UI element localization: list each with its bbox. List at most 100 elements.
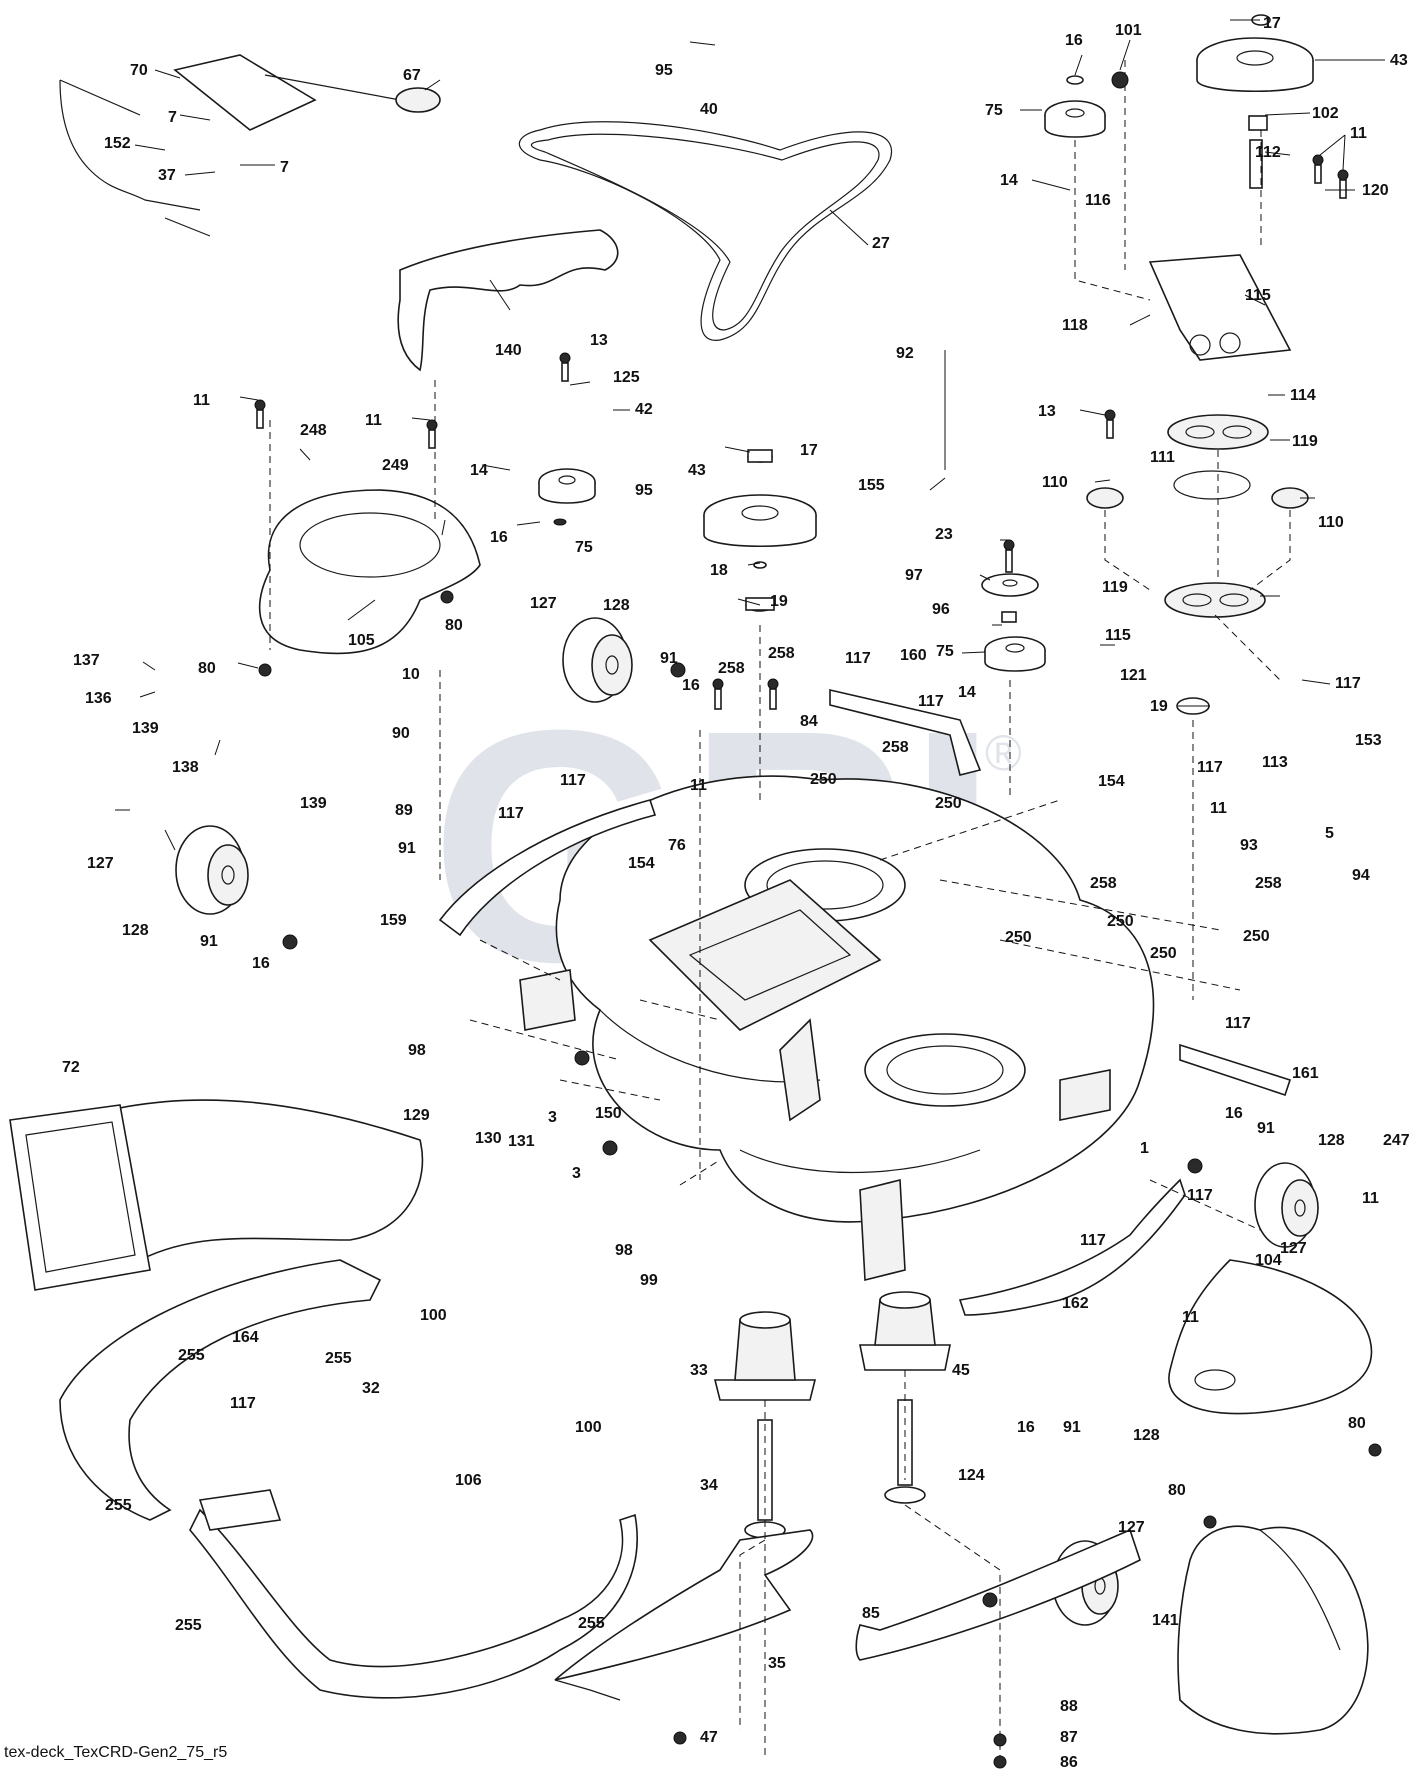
callout-14: 14 — [1000, 172, 1018, 189]
callout-70: 70 — [130, 62, 148, 79]
callout-113: 113 — [1262, 754, 1288, 771]
callout-91: 91 — [1257, 1120, 1275, 1137]
callout-117: 117 — [1225, 1015, 1251, 1032]
callout-75: 75 — [936, 643, 954, 660]
stiffener-160 — [829, 688, 982, 776]
callout-118: 118 — [1062, 317, 1088, 334]
callout-3: 3 — [548, 1109, 557, 1126]
callout-80: 80 — [1348, 1415, 1366, 1432]
callout-154: 154 — [628, 855, 655, 872]
spindle-left — [713, 1311, 817, 1539]
callout-35: 35 — [768, 1655, 786, 1672]
callout-14: 14 — [958, 684, 976, 701]
callout-27: 27 — [872, 235, 890, 252]
callout-17: 17 — [1263, 15, 1281, 32]
callout-249: 249 — [382, 457, 409, 474]
gauge-wheel-upper — [562, 617, 633, 703]
callout-128: 128 — [122, 922, 149, 939]
callout-91: 91 — [1063, 1419, 1081, 1436]
belt-guard-right — [1168, 1259, 1373, 1415]
callout-87: 87 — [1060, 1729, 1078, 1746]
callout-16: 16 — [1225, 1105, 1243, 1122]
blade-left — [554, 1529, 814, 1701]
callout-127: 127 — [1280, 1240, 1307, 1257]
blade-right — [855, 1528, 1141, 1661]
callout-255: 255 — [178, 1347, 205, 1364]
callout-75: 75 — [985, 102, 1003, 119]
callout-255: 255 — [105, 1497, 132, 1514]
callout-136: 136 — [85, 690, 112, 707]
callout-117: 117 — [845, 650, 871, 667]
callout-258: 258 — [768, 645, 795, 662]
drive-belt — [518, 121, 893, 341]
callout-105: 105 — [348, 632, 375, 649]
callout-7: 7 — [168, 109, 177, 126]
callout-117: 117 — [1080, 1232, 1106, 1249]
callout-16: 16 — [252, 955, 270, 972]
callout-117: 117 — [498, 805, 524, 822]
callout-117: 117 — [1335, 675, 1361, 692]
callout-139: 139 — [132, 720, 159, 737]
callout-91: 91 — [398, 840, 416, 857]
watermark-registered: ® — [985, 725, 1022, 781]
stiffener-161 — [1179, 1043, 1292, 1097]
gauge-wheel-right — [1254, 1162, 1319, 1248]
callout-154: 154 — [1098, 773, 1125, 790]
callout-11: 11 — [690, 777, 707, 794]
callout-137: 137 — [73, 652, 100, 669]
lift-lever-assembly — [59, 54, 441, 237]
callout-67: 67 — [403, 67, 421, 84]
callout-250: 250 — [935, 795, 962, 812]
callout-43: 43 — [688, 462, 706, 479]
belt-shield — [397, 229, 619, 372]
callout-84: 84 — [800, 713, 818, 730]
callout-250: 250 — [1150, 945, 1177, 962]
callout-140: 140 — [495, 342, 522, 359]
callout-152: 152 — [104, 135, 131, 152]
callout-128: 128 — [1318, 1132, 1345, 1149]
callout-34: 34 — [700, 1477, 718, 1494]
callout-16: 16 — [1065, 32, 1083, 49]
callout-72: 72 — [62, 1059, 80, 1076]
callout-93: 93 — [1240, 837, 1258, 854]
callout-92: 92 — [896, 345, 914, 362]
callout-250: 250 — [1107, 913, 1134, 930]
callout-18: 18 — [710, 562, 728, 579]
callout-80: 80 — [1168, 1482, 1186, 1499]
callout-3: 3 — [572, 1165, 581, 1182]
callout-160: 160 — [900, 647, 927, 664]
callout-129: 129 — [403, 1107, 430, 1124]
callout-96: 96 — [932, 601, 950, 618]
callout-47: 47 — [700, 1729, 718, 1746]
callout-127: 127 — [1118, 1519, 1145, 1536]
callout-16: 16 — [1017, 1419, 1035, 1436]
callout-128: 128 — [1133, 1427, 1160, 1444]
belt-guard-left — [258, 489, 481, 655]
callout-16: 16 — [490, 529, 508, 546]
callout-80: 80 — [445, 617, 463, 634]
callout-164: 164 — [232, 1329, 259, 1346]
callout-110: 110 — [1042, 474, 1068, 491]
callout-98: 98 — [615, 1242, 633, 1259]
callout-125: 125 — [613, 369, 640, 386]
callout-76: 76 — [668, 837, 686, 854]
callout-86: 86 — [1060, 1754, 1078, 1769]
callout-114: 114 — [1290, 387, 1316, 404]
gauge-wheel-left — [175, 825, 249, 915]
callout-119: 119 — [1292, 433, 1318, 450]
callout-131: 131 — [508, 1133, 535, 1150]
baffle-165 — [189, 1489, 638, 1699]
callout-106: 106 — [455, 1472, 482, 1489]
callout-159: 159 — [380, 912, 407, 929]
callout-141: 141 — [1152, 1612, 1179, 1629]
callout-112: 112 — [1255, 144, 1281, 161]
callout-95: 95 — [655, 62, 673, 79]
callout-90: 90 — [392, 725, 410, 742]
callout-37: 37 — [158, 167, 176, 184]
callout-139: 139 — [300, 795, 327, 812]
callout-120: 120 — [1362, 182, 1389, 199]
callout-117: 117 — [230, 1395, 256, 1412]
callout-43: 43 — [1390, 52, 1408, 69]
callout-40: 40 — [700, 101, 718, 118]
